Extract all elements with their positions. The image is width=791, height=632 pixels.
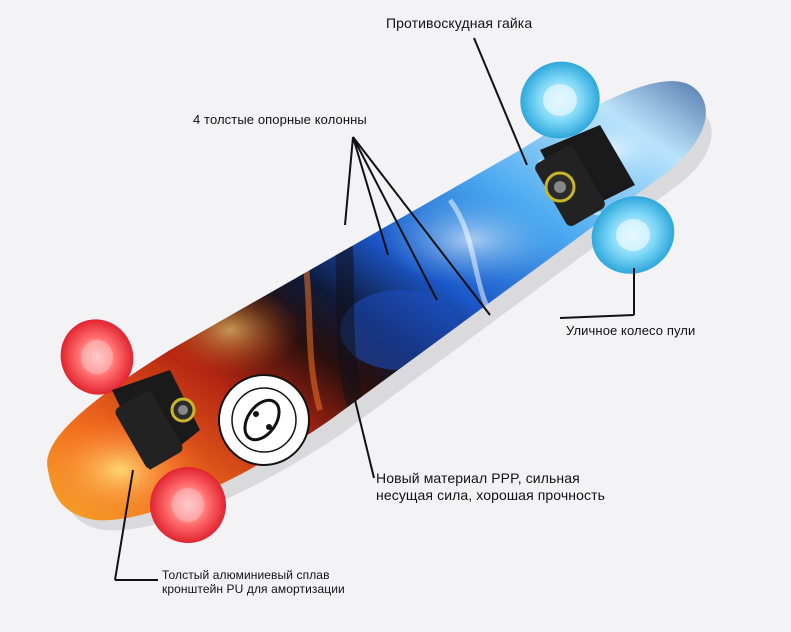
front-truck: [520, 61, 675, 274]
callout-locknut-label: Противоскудная гайка: [386, 15, 533, 31]
brand-logo: [218, 374, 310, 466]
callout-material-label: Новый материал PPP, сильная несущая сила…: [376, 470, 605, 504]
rear-truck: [60, 319, 226, 543]
callout-material-line1: Новый материал PPP, сильная: [376, 470, 580, 486]
skateboard-deck: [47, 81, 706, 521]
callout-alloy-line2: кронштейн PU для амортизации: [162, 582, 345, 596]
callout-alloy-line1: Толстый алюминиевый сплав: [162, 568, 330, 582]
callout-wheel-label: Уличное колесо пули: [566, 323, 696, 338]
callout-lines: [114, 37, 635, 581]
callout-alloy-label: Толстый алюминиевый сплав кронштейн PU д…: [162, 568, 345, 596]
callout-material-line2: несущая сила, хорошая прочность: [376, 487, 606, 503]
callout-columns-label: 4 толстые опорные колонны: [193, 112, 367, 127]
